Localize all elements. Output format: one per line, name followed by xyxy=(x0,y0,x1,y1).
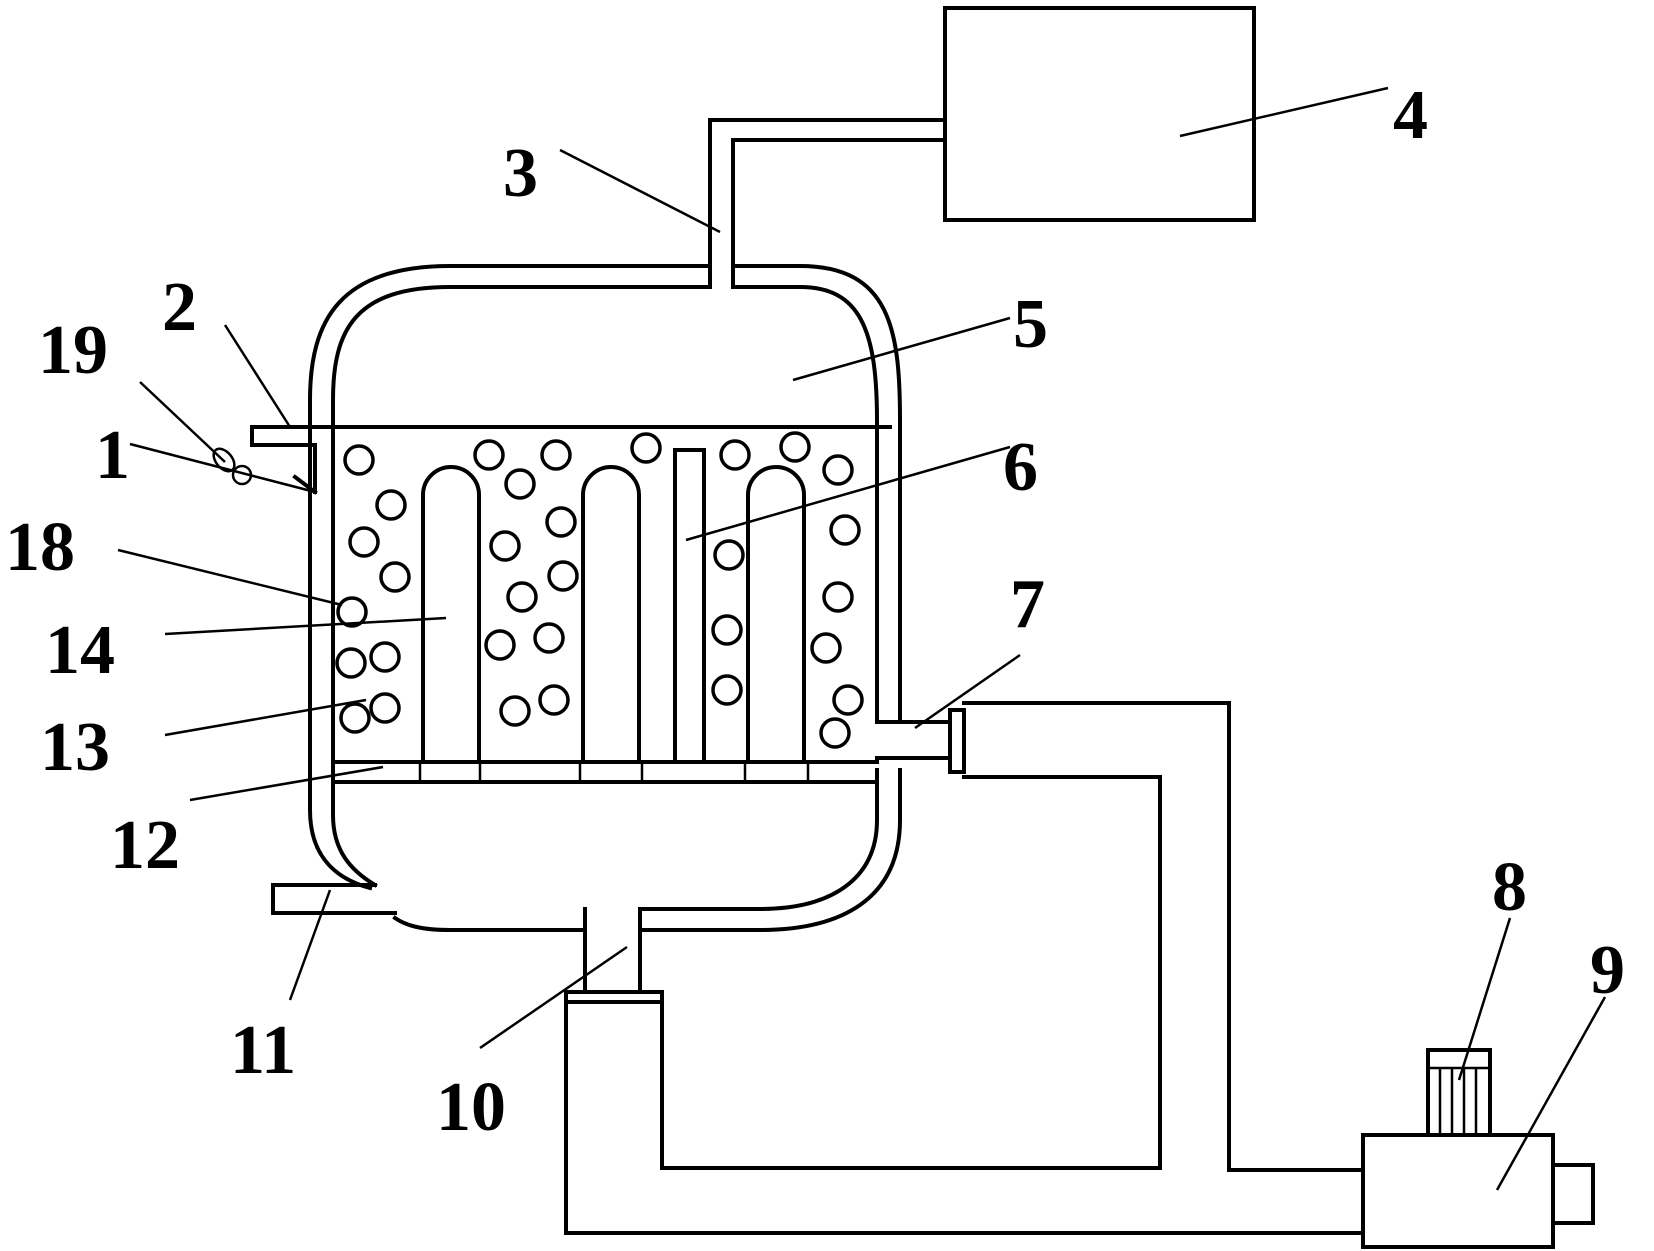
outlet-7 xyxy=(875,708,966,774)
leader-lines xyxy=(117,86,1607,1191)
label-14: 14 xyxy=(45,612,115,689)
label-2: 2 xyxy=(162,269,197,346)
part-labels: 4 3 5 6 7 8 9 10 11 12 13 14 18 1 19 2 xyxy=(5,77,1625,1146)
packing-particles xyxy=(335,431,864,749)
label-19: 19 xyxy=(38,312,108,389)
label-5: 5 xyxy=(1013,286,1048,363)
label-11: 11 xyxy=(230,1012,296,1089)
label-18: 18 xyxy=(5,509,75,586)
baffle-6 xyxy=(673,448,706,764)
pipe-10 xyxy=(564,907,1365,1235)
discharge-11 xyxy=(271,883,397,915)
tank-4 xyxy=(943,6,1256,222)
label-1: 1 xyxy=(95,417,130,494)
heating-tubes-14 xyxy=(421,465,806,764)
inlet-2 xyxy=(250,425,318,495)
label-8: 8 xyxy=(1492,849,1527,926)
label-9: 9 xyxy=(1590,932,1625,1009)
motor-8 xyxy=(1426,1048,1492,1137)
label-12: 12 xyxy=(110,807,180,884)
pipe-outlet-to-pump xyxy=(660,701,1365,1172)
label-13: 13 xyxy=(40,709,110,786)
label-3: 3 xyxy=(503,135,538,212)
pipe-3 xyxy=(708,118,947,289)
reactor-vessel xyxy=(308,264,902,932)
label-4: 4 xyxy=(1393,77,1428,154)
valve-19 xyxy=(212,447,253,486)
label-10: 10 xyxy=(436,1069,506,1146)
label-6: 6 xyxy=(1003,429,1038,506)
label-7: 7 xyxy=(1010,566,1045,643)
pump-9 xyxy=(1361,1133,1595,1249)
distribution-plate-12 xyxy=(331,760,879,784)
